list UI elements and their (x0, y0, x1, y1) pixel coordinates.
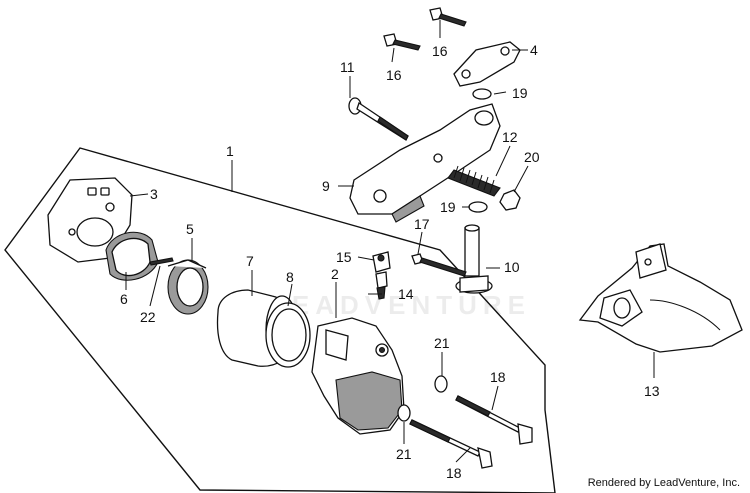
part-21-washer (434, 375, 448, 393)
part-18-bolt-upper (455, 395, 533, 445)
part-6-pad (105, 231, 159, 281)
part-18-bolt-lower (409, 419, 493, 469)
callout-22: 22 (140, 309, 156, 325)
callout-2: 2 (331, 266, 339, 282)
part-15-bleeder-cap (372, 251, 391, 273)
callout-18-lower: 18 (446, 465, 462, 481)
part-12-spring (447, 165, 501, 197)
part-17-bolt (411, 253, 467, 277)
callout-17: 17 (414, 216, 430, 232)
callout-18-upper: 18 (490, 369, 506, 385)
part-22-pin (149, 257, 174, 266)
part-21-washer-lower (397, 404, 411, 422)
part-20-nut (499, 189, 521, 211)
part-16-bolt-upper (429, 7, 467, 27)
callout-21-upper: 21 (434, 335, 450, 351)
part-4-link (453, 41, 521, 87)
part-19-oring-upper (472, 88, 492, 100)
callout-20: 20 (524, 149, 540, 165)
callout-5: 5 (186, 221, 194, 237)
callout-7: 7 (246, 253, 254, 269)
callout-16-upper: 16 (432, 43, 448, 59)
callout-14: 14 (398, 286, 414, 302)
callout-8: 8 (286, 269, 294, 285)
callout-3: 3 (150, 186, 158, 202)
callout-1: 1 (226, 143, 234, 159)
part-10-pivot-pin (455, 224, 493, 294)
part-2-caliper-body (311, 317, 405, 435)
callout-12: 12 (502, 129, 518, 145)
watermark: LEADVENTURE (270, 290, 532, 320)
callout-21-lower: 21 (396, 446, 412, 462)
part-13-cover (578, 243, 743, 353)
part-11-bolt (348, 97, 409, 141)
part-16-bolt-lower (383, 33, 421, 51)
callout-6: 6 (120, 291, 128, 307)
callout-4: 4 (530, 42, 538, 58)
callout-15: 15 (336, 249, 352, 265)
part-9-bracket (349, 103, 501, 223)
leader-lines (125, 20, 655, 463)
callout-11: 11 (340, 59, 355, 75)
part-5-seal (167, 259, 209, 315)
callout-16-lower: 16 (386, 67, 402, 83)
part-14-bleeder (375, 271, 388, 300)
callout-9: 9 (322, 178, 330, 194)
callout-19-upper: 19 (512, 85, 528, 101)
part-19-oring-lower (468, 201, 488, 213)
callout-10: 10 (504, 259, 520, 275)
render-credit: Rendered by LeadVenture, Inc. (587, 477, 740, 489)
part-8-seal (265, 302, 311, 368)
callout-13: 13 (644, 383, 660, 399)
callout-19-lower: 19 (440, 199, 456, 215)
